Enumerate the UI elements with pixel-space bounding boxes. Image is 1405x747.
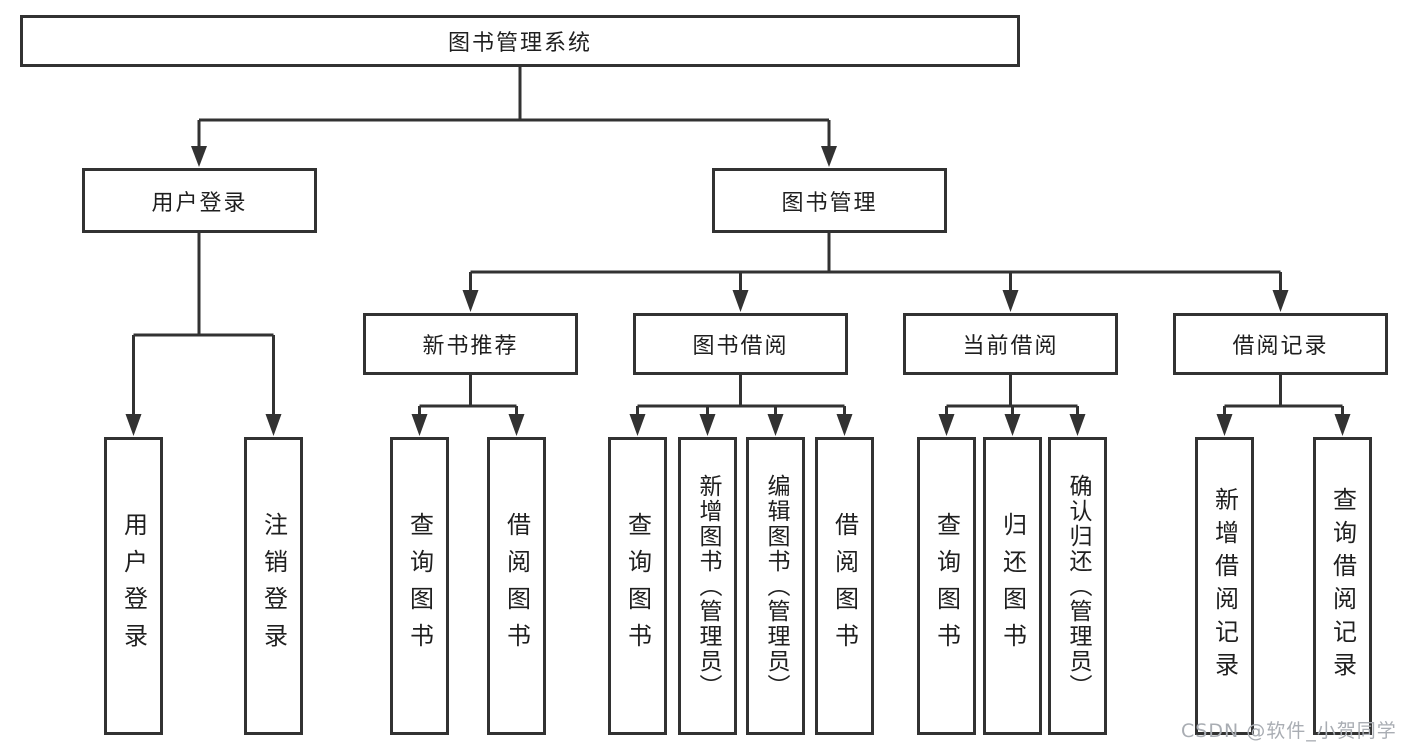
node-add-book-admin: 新增图书（管理员）: [678, 437, 737, 735]
node-query-borrow-record: 查询借阅记录: [1313, 437, 1372, 735]
node-query-books-1: 查询图书: [390, 437, 449, 735]
arrowhead-return-book: [1004, 414, 1021, 436]
node-return-book: 归还图书: [983, 437, 1042, 735]
node-new-book-recommend: 新书推荐: [363, 313, 578, 375]
connector-book-borrow-branch: [636, 375, 846, 416]
arrowhead-new-book-recommend: [462, 290, 479, 312]
node-confirm-return-admin: 确认归还（管理员）: [1048, 437, 1107, 735]
node-query-books-3: 查询图书: [917, 437, 976, 735]
node-library-management-system: 图书管理系统: [20, 15, 1020, 67]
arrowhead-logout-leaf: [265, 414, 282, 436]
connector-user-login-branch: [132, 233, 275, 416]
connector-current-borrow-branch: [945, 375, 1079, 416]
connector-book-management-branch: [469, 233, 1282, 292]
arrowhead-current-borrow: [1002, 290, 1019, 312]
arrowhead-query-books-2: [629, 414, 646, 436]
connector-root-to-level2: [197, 67, 831, 148]
arrowhead-user-login-leaf: [125, 414, 142, 436]
node-add-borrow-record: 新增借阅记录: [1195, 437, 1254, 735]
node-borrow-records: 借阅记录: [1173, 313, 1388, 375]
arrowhead-book-management: [821, 146, 837, 167]
node-book-management: 图书管理: [712, 168, 947, 233]
arrowhead-query-borrow-record: [1334, 414, 1351, 436]
arrowhead-borrow-records: [1272, 290, 1289, 312]
node-user-login-leaf: 用户登录: [104, 437, 163, 735]
arrowhead-add-borrow-record: [1216, 414, 1233, 436]
arrowhead-query-books-3: [938, 414, 955, 436]
arrowhead-query-books-1: [411, 414, 428, 436]
csdn-watermark: CSDN @软件_小贺同学: [1181, 720, 1397, 742]
node-user-login: 用户登录: [82, 168, 317, 233]
node-borrow-books-2: 借阅图书: [815, 437, 874, 735]
arrowhead-edit-book-admin: [767, 414, 784, 436]
node-borrow-books-1: 借阅图书: [487, 437, 546, 735]
arrowhead-borrow-books-2: [836, 414, 853, 436]
arrowhead-borrow-books-1: [508, 414, 525, 436]
arrowhead-book-borrow: [732, 290, 749, 312]
arrowhead-user-login: [191, 146, 207, 167]
connector-borrow-records-branch: [1223, 375, 1344, 416]
arrowhead-add-book-admin: [699, 414, 716, 436]
node-query-books-2: 查询图书: [608, 437, 667, 735]
node-current-borrow: 当前借阅: [903, 313, 1118, 375]
arrowhead-confirm-return-admin: [1069, 414, 1086, 436]
connector-new-book-recommend-branch: [418, 375, 518, 416]
node-edit-book-admin: 编辑图书（管理员）: [746, 437, 805, 735]
node-logout: 注销登录: [244, 437, 303, 735]
node-book-borrow: 图书借阅: [633, 313, 848, 375]
